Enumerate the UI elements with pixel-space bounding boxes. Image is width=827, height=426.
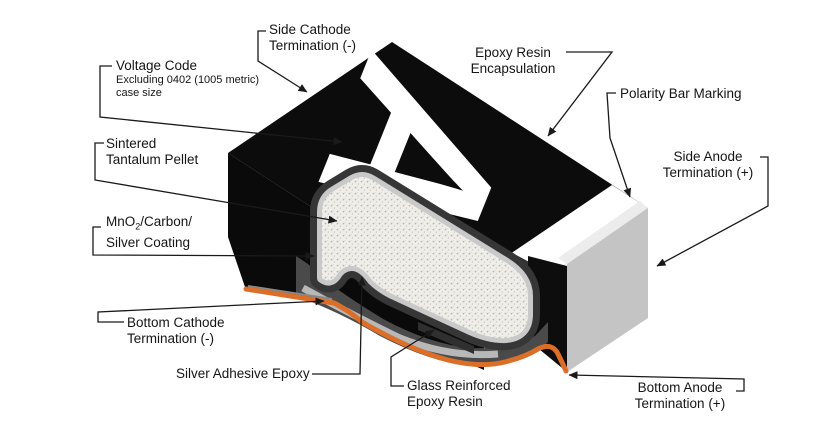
- label-line: case size: [116, 87, 162, 99]
- label-line: Encapsulation: [470, 61, 556, 76]
- label-line: MnO2/Carbon/: [106, 214, 192, 235]
- label-polarity-bar: Polarity Bar Marking: [620, 86, 742, 102]
- label-line: Silver Adhesive Epoxy: [176, 366, 310, 381]
- label-line: Polarity Bar Marking: [620, 86, 742, 101]
- leader-sintered-pellet: [94, 142, 338, 224]
- label-silver-adhesive: Silver Adhesive Epoxy: [176, 366, 310, 382]
- sintered-pellet-face: [322, 177, 528, 339]
- label-line: Sintered: [106, 136, 157, 151]
- label-line: Bottom Anode: [637, 380, 723, 395]
- label-line: Excluding 0402 (1005 metric): [116, 74, 260, 86]
- leader-side-anode: [656, 156, 769, 267]
- label-line: Tantalum Pellet: [106, 152, 199, 167]
- label-line: Termination (+): [662, 165, 754, 180]
- label-side-cathode: Side Cathode Termination (-): [269, 22, 356, 54]
- leader-bottom-anode: [568, 371, 745, 392]
- leader-side-cathode: [257, 30, 308, 93]
- label-line: Side Cathode: [269, 22, 351, 37]
- label-bottom-cathode: Bottom Cathode Termination (-): [127, 315, 225, 347]
- label-epoxy-resin: Epoxy Resin Encapsulation: [458, 45, 568, 77]
- anode-cap-top: [558, 201, 648, 264]
- label-side-anode: Side Anode Termination (+): [658, 149, 758, 181]
- label-bottom-anode: Bottom Anode Termination (+): [625, 380, 735, 412]
- label-line: Termination (-): [269, 38, 357, 53]
- label-line: Silver Coating: [106, 234, 191, 250]
- label-mno2-coating: MnO2/Carbon/ Silver Coating: [106, 214, 192, 251]
- label-subscript: 2: [135, 221, 141, 232]
- label-line: Termination (+): [634, 396, 726, 411]
- label-line: Voltage Code: [116, 58, 198, 73]
- pellet-cross-section: [310, 165, 540, 351]
- label-line: Side Anode: [673, 149, 743, 164]
- label-line: Glass Reinforced: [407, 378, 511, 393]
- leader-glass-reinforced: [390, 329, 435, 387]
- leader-lines: [92, 30, 769, 392]
- label-glass-reinforced: Glass Reinforced Epoxy Resin: [407, 378, 511, 410]
- leader-mno2-coating: [92, 226, 315, 260]
- label-line: Epoxy Resin: [407, 394, 483, 409]
- label-part: MnO: [106, 214, 136, 229]
- leader-voltage-code: [99, 65, 343, 146]
- leader-bottom-cathode: [97, 297, 325, 323]
- anode-cap-face: [567, 208, 648, 372]
- label-line: Bottom Cathode: [127, 315, 225, 330]
- label-line: Termination (-): [127, 331, 215, 346]
- lead-frame-orange: [243, 286, 569, 374]
- label-line: Epoxy Resin: [475, 45, 551, 60]
- leader-polarity-bar: [606, 92, 632, 198]
- label-part: /Carbon/: [140, 214, 193, 229]
- leader-epoxy-resin: [547, 51, 614, 137]
- label-voltage-code: Voltage Code Excluding 0402 (1005 metric…: [116, 58, 259, 100]
- label-sintered-pellet: Sintered Tantalum Pellet: [106, 136, 198, 168]
- bottom-edge-line: [247, 285, 333, 300]
- leader-silver-adhesive: [312, 276, 366, 375]
